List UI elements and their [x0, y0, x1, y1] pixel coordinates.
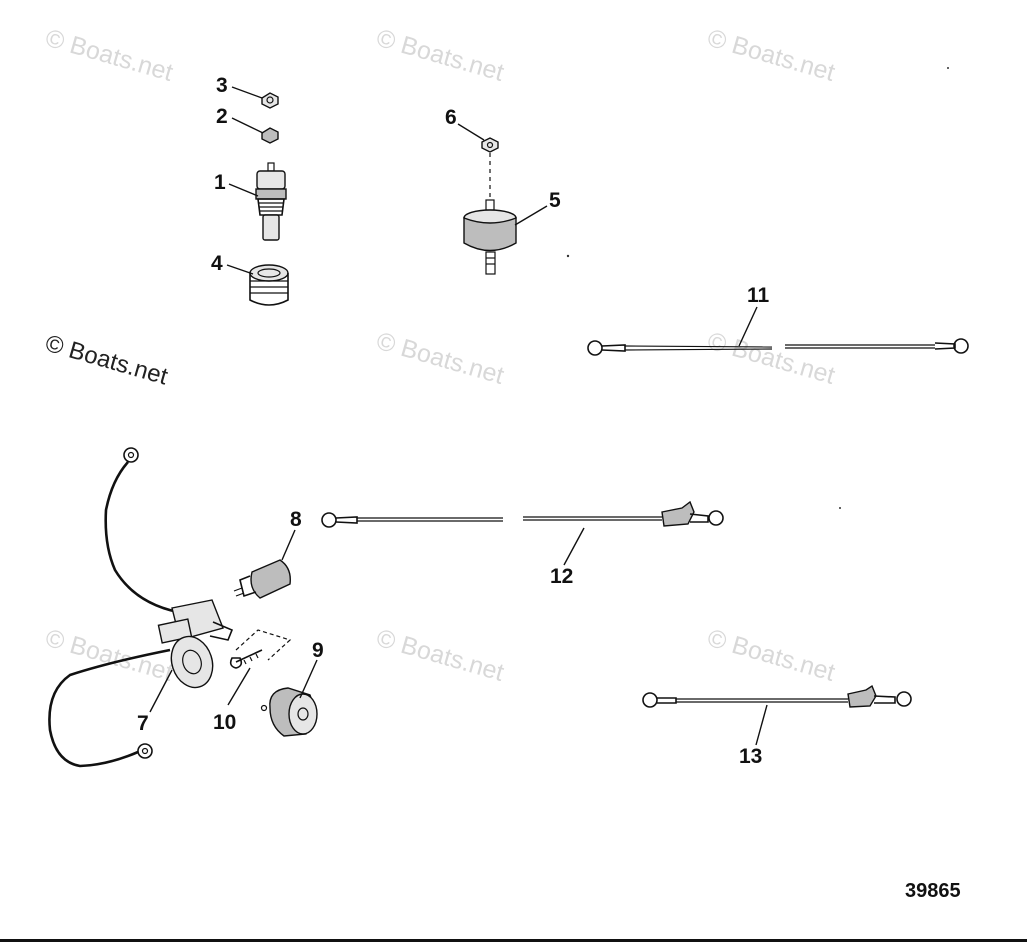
watermark-2: © Boats.net — [373, 24, 507, 87]
part-9-cap[interactable] — [260, 687, 318, 737]
callout-6[interactable]: 6 — [445, 106, 457, 129]
watermark-3: © Boats.net — [704, 24, 838, 87]
bottom-border — [0, 939, 1027, 942]
callout-3[interactable]: 3 — [216, 74, 228, 97]
leader-lines — [149, 86, 768, 746]
callout-2[interactable]: 2 — [216, 105, 228, 128]
callout-1[interactable]: 1 — [214, 171, 226, 194]
part-5-sender[interactable] — [463, 199, 517, 275]
part-6-nut[interactable] — [481, 137, 499, 200]
specks — [566, 67, 949, 509]
watermark-9: © Boats.net — [704, 624, 838, 687]
watermarks: © Boats.net © Boats.net © Boats.net © Bo… — [42, 24, 838, 687]
part-3-nut[interactable] — [261, 92, 279, 109]
part-10-screw[interactable] — [229, 629, 292, 669]
callout-numbers: 3 2 1 4 6 5 11 8 12 7 10 9 13 — [137, 74, 770, 768]
watermark-8: © Boats.net — [373, 624, 507, 687]
part-8-connector[interactable] — [233, 559, 291, 599]
part-4-adapter[interactable] — [249, 264, 289, 306]
watermark-5: © Boats.net — [373, 327, 507, 390]
callout-8[interactable]: 8 — [290, 508, 302, 531]
callout-9[interactable]: 9 — [312, 639, 324, 662]
callout-13[interactable]: 13 — [739, 745, 762, 768]
callout-5[interactable]: 5 — [549, 189, 561, 212]
callout-4[interactable]: 4 — [211, 252, 223, 275]
part-12-wire[interactable] — [321, 500, 724, 528]
watermark-6: © Boats.net — [704, 327, 838, 390]
part-2-nut[interactable] — [261, 127, 279, 144]
figure-number: 39865 — [905, 880, 961, 902]
callout-10[interactable]: 10 — [213, 711, 236, 734]
part-1-sender[interactable] — [255, 162, 287, 241]
part-11-wire[interactable] — [587, 338, 969, 356]
part-13-wire[interactable] — [642, 684, 912, 708]
callout-11[interactable]: 11 — [747, 284, 770, 307]
callout-12[interactable]: 12 — [550, 565, 573, 588]
watermark-1: © Boats.net — [42, 24, 176, 87]
callout-7[interactable]: 7 — [137, 712, 149, 735]
watermark-7: © Boats.net — [42, 624, 176, 687]
part-7-assembly[interactable] — [48, 447, 234, 768]
watermark-4: © Boats.net — [42, 330, 171, 391]
